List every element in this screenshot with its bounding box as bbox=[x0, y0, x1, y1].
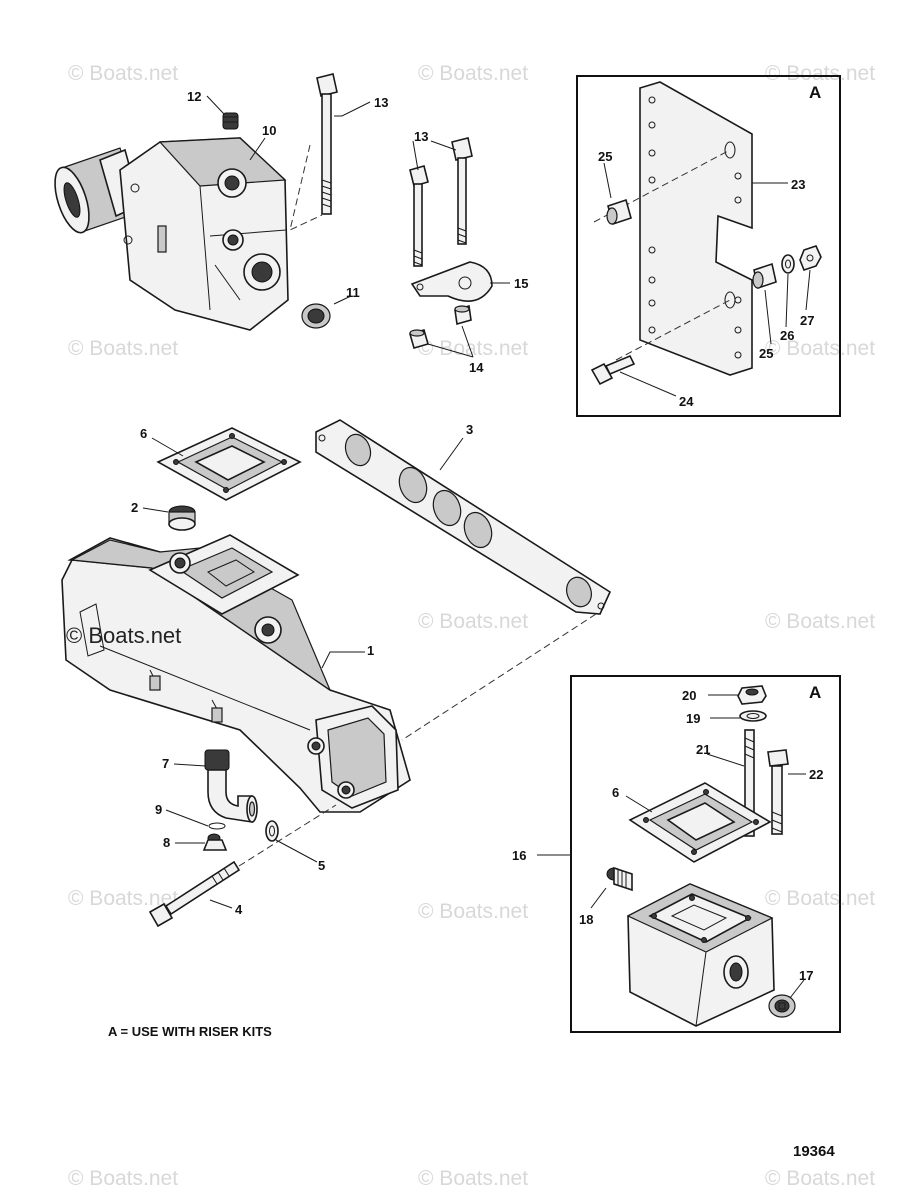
part-13-bolts-pair bbox=[409, 137, 473, 267]
callout-24: 24 bbox=[679, 394, 694, 409]
kit-a-frame-top bbox=[576, 75, 841, 417]
callout-5: 5 bbox=[318, 858, 325, 873]
callout-21: 21 bbox=[696, 742, 710, 757]
watermark: © Boats.net bbox=[418, 337, 528, 360]
part-7-elbow-fitting bbox=[204, 749, 258, 823]
part-1-exhaust-manifold bbox=[61, 534, 411, 813]
watermark: © Boats.net bbox=[68, 337, 178, 360]
watermark: © Boats.net bbox=[765, 1167, 875, 1190]
watermark-dark: © Boats.net bbox=[66, 623, 181, 648]
part-5-washer bbox=[265, 820, 279, 842]
callout-8: 8 bbox=[163, 835, 170, 850]
part-23-riser-plate bbox=[593, 81, 753, 376]
watermark: © Boats.net bbox=[765, 62, 875, 85]
part-9-o-ring bbox=[208, 822, 226, 830]
part-19-washer bbox=[739, 710, 767, 722]
kit-a-label-top: A bbox=[809, 83, 821, 102]
callout-13: 13 bbox=[374, 95, 388, 110]
watermark: © Boats.net bbox=[418, 610, 528, 633]
part-4-bolt bbox=[148, 804, 337, 928]
watermark: © Boats.net bbox=[68, 1167, 178, 1190]
part-16-riser-block bbox=[626, 883, 775, 1027]
watermark: © Boats.net bbox=[765, 887, 875, 910]
part-11-plug bbox=[301, 303, 331, 329]
part-25-spacer-left bbox=[606, 198, 632, 226]
callout-7: 7 bbox=[162, 756, 169, 771]
part-20-nut bbox=[737, 685, 767, 705]
kit-a-frame-bottom bbox=[570, 675, 841, 1033]
callout-14: 14 bbox=[469, 360, 484, 375]
part-8-fitting bbox=[202, 833, 228, 851]
kit-a-label-bottom: A bbox=[809, 683, 821, 702]
riser-kit-note: A = USE WITH RISER KITS bbox=[108, 1024, 272, 1039]
part-12-pipe-plug bbox=[222, 112, 239, 130]
callout-2: 2 bbox=[131, 500, 138, 515]
part-17-plug bbox=[768, 994, 796, 1018]
callout-6: 6 bbox=[140, 426, 147, 441]
watermark: © Boats.net bbox=[418, 900, 528, 923]
callout-27: 27 bbox=[800, 313, 814, 328]
part-3-manifold-gasket bbox=[315, 419, 612, 741]
watermark: © Boats.net bbox=[418, 62, 528, 85]
part-18-plug bbox=[606, 866, 633, 892]
callout-22: 22 bbox=[809, 767, 823, 782]
watermark: © Boats.net bbox=[418, 1167, 528, 1190]
figure-number: 19364 bbox=[793, 1143, 835, 1160]
watermark: © Boats.net bbox=[765, 610, 875, 633]
callout-3: 3 bbox=[466, 422, 473, 437]
callout-6-kit: 6 bbox=[612, 785, 619, 800]
watermark: © Boats.net bbox=[765, 337, 875, 360]
part-15-bracket bbox=[410, 261, 493, 302]
callout-26: 26 bbox=[780, 328, 794, 343]
callout-10: 10 bbox=[262, 123, 276, 138]
part-6-gasket bbox=[156, 427, 302, 501]
watermark-layer: © Boats.net © Boats.net © Boats.net © Bo… bbox=[68, 62, 875, 1190]
callout-25-right: 25 bbox=[759, 346, 773, 361]
callout-1: 1 bbox=[367, 643, 374, 658]
part-13-bolt bbox=[289, 73, 338, 231]
callout-11: 11 bbox=[346, 285, 360, 300]
leader-lines bbox=[142, 95, 811, 999]
part-10-elbow bbox=[54, 137, 289, 331]
part-24-bolt bbox=[590, 354, 636, 386]
callout-17: 17 bbox=[799, 968, 813, 983]
part-26-washer bbox=[781, 254, 795, 274]
part-27-nut bbox=[799, 245, 822, 271]
part-25-spacer-right bbox=[752, 262, 777, 290]
callout-23: 23 bbox=[791, 177, 805, 192]
callout-9: 9 bbox=[155, 802, 162, 817]
callout-12: 12 bbox=[187, 89, 201, 104]
callout-18: 18 bbox=[579, 912, 593, 927]
part-22-bolt bbox=[767, 749, 789, 835]
callout-25-left: 25 bbox=[598, 149, 612, 164]
callout-4: 4 bbox=[235, 902, 243, 917]
callout-20: 20 bbox=[682, 688, 696, 703]
callout-13-pair: 13 bbox=[414, 129, 428, 144]
watermark: © Boats.net bbox=[68, 887, 178, 910]
part-2-plug bbox=[168, 505, 196, 531]
callout-19: 19 bbox=[686, 711, 700, 726]
watermark: © Boats.net bbox=[68, 62, 178, 85]
part-6-gasket-kit bbox=[628, 782, 772, 863]
callout-labels: 12 10 13 13 11 15 14 A 25 23 25 26 27 24… bbox=[131, 83, 823, 983]
callout-15: 15 bbox=[514, 276, 528, 291]
callout-16: 16 bbox=[512, 848, 526, 863]
